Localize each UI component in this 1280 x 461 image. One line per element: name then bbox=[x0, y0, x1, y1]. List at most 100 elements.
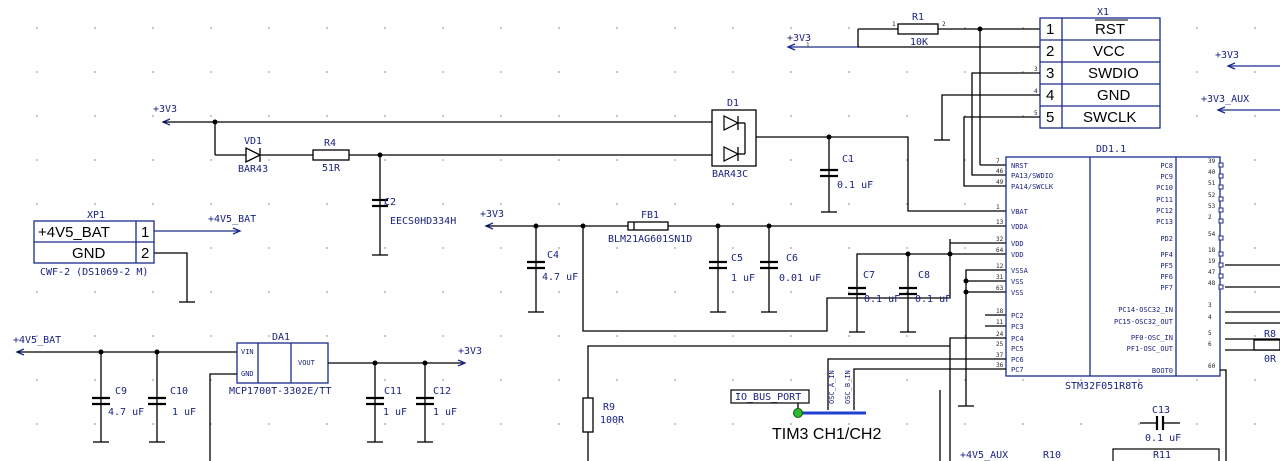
connector-xp1: XP1 +4V5_BAT 1 GND 2 CWF-2 (DS1069-2 M) bbox=[33, 210, 155, 278]
c10-ref: C10 bbox=[170, 386, 188, 397]
mcu-pin-num: 19 bbox=[1208, 258, 1216, 265]
mcu-pin-name: VBAT bbox=[1011, 208, 1029, 216]
mcu-pin-num: 36 bbox=[996, 362, 1004, 369]
mcu-pin-num: 13 bbox=[996, 219, 1004, 226]
x1-pin-num: 2 bbox=[1046, 43, 1054, 60]
pin-stub-icon bbox=[1218, 162, 1224, 168]
net-label: +3V3 bbox=[153, 104, 177, 115]
c13-value: 0.1 uF bbox=[1145, 433, 1181, 444]
pin-stub-icon bbox=[1218, 184, 1224, 190]
mcu-pin-name: PF6 bbox=[1160, 273, 1173, 281]
mcu-pin-name: BOOT0 bbox=[1152, 367, 1173, 375]
fb1-value: BLM21AG601SN1D bbox=[608, 234, 692, 245]
x1-pin-name: RST bbox=[1095, 21, 1125, 38]
pin-stub-icon bbox=[1218, 207, 1224, 213]
mcu-pin-name: PC7 bbox=[1011, 366, 1024, 374]
c11-value: 1 uF bbox=[383, 407, 407, 418]
mcu-pin-name: PC5 bbox=[1011, 345, 1024, 353]
capacitor-c5: C5 1 uF bbox=[709, 253, 755, 313]
io-bus-port: IO_BUS_PORT bbox=[730, 389, 810, 418]
r9-value: 100R bbox=[600, 415, 625, 426]
mcu-pin-name: PF1-OSC_OUT bbox=[1127, 345, 1174, 353]
mcu-pin-name: PC2 bbox=[1011, 312, 1024, 320]
xp1-pin-name: GND bbox=[72, 245, 106, 262]
diode-vd1: VD1 BAR43 bbox=[238, 136, 268, 175]
connector-x1: X1 1 RST 2 VCC 3 SWDIO 4 GND 5 SWCLK bbox=[1039, 7, 1161, 129]
svg-text:2: 2 bbox=[942, 21, 946, 28]
mcu-pin-name: PF5 bbox=[1160, 262, 1173, 270]
mcu-pin-num: 31 bbox=[996, 274, 1004, 281]
pin-stub-icon bbox=[1218, 262, 1224, 268]
mcu-pin-name: PC6 bbox=[1011, 356, 1024, 364]
mcu-pin-num: 46 bbox=[996, 168, 1004, 175]
mcu-pin-num: 54 bbox=[1208, 231, 1216, 238]
mcu-dd11: DD1.1 STM32F051R8T6 bbox=[1005, 144, 1221, 392]
mcu-left-pins: 7NRST46PA13/SWDIO49PA14/SWCLK1VBAT13VDDA… bbox=[996, 158, 1054, 374]
c2-value: EECS0HD334H bbox=[390, 216, 456, 227]
resistor-r9: R9 100R bbox=[582, 397, 625, 433]
c7-value: 0.1 uF bbox=[864, 294, 900, 305]
mcu-pin-name: PC14-OSC32_IN bbox=[1118, 306, 1173, 314]
mcu-pin-name: PC10 bbox=[1156, 184, 1173, 192]
capacitor-c6: C6 0.01 uF bbox=[760, 253, 821, 313]
c9-value: 4.7 uF bbox=[108, 407, 144, 418]
mcu-pin-name: PA13/SWDIO bbox=[1011, 172, 1053, 180]
mcu-pin-num: 3 bbox=[1208, 302, 1212, 309]
x1-pin-name: VCC bbox=[1093, 43, 1125, 60]
capacitor-c10: C10 1 uF bbox=[148, 386, 196, 443]
mcu-pin-num: 52 bbox=[1208, 192, 1216, 199]
c12-value: 1 uF bbox=[433, 407, 457, 418]
bus-label: TIM3 CH1/CH2 bbox=[772, 426, 881, 443]
r10-ref: R10 bbox=[1043, 450, 1061, 461]
d1-ref: D1 bbox=[727, 98, 739, 109]
mcu-pin-num: 1 bbox=[996, 204, 1000, 211]
da1-ref: DA1 bbox=[272, 332, 290, 343]
x1-pin-num: 5 bbox=[1046, 109, 1054, 126]
net-3v3-right: +3V3 bbox=[1215, 50, 1280, 70]
vd1-ref: VD1 bbox=[244, 136, 262, 147]
c6-ref: C6 bbox=[786, 253, 798, 264]
mcu-pin-num: 7 bbox=[996, 158, 1000, 165]
mcu-pin-num: 18 bbox=[996, 308, 1004, 315]
x1-pin-num: 1 bbox=[1046, 21, 1054, 38]
mcu-pin-num: 6 bbox=[1208, 341, 1212, 348]
mcu-pin-name: NRST bbox=[1011, 162, 1029, 170]
mcu-pin-num: 64 bbox=[996, 247, 1004, 254]
mcu-pin-name: PF4 bbox=[1160, 251, 1173, 259]
mcu-pin-name: PA14/SWCLK bbox=[1011, 183, 1054, 191]
x1-pin-name: GND bbox=[1097, 87, 1131, 104]
xp1-value: CWF-2 (DS1069-2 M) bbox=[40, 267, 148, 278]
pin-stub-icon bbox=[1218, 196, 1224, 202]
capacitor-c1: C1 0.1 uF bbox=[820, 154, 873, 213]
xp1-pin-name: +4V5_BAT bbox=[38, 224, 110, 241]
c2-ref: C2 bbox=[384, 197, 396, 208]
mcu-pin-name: VDD bbox=[1011, 251, 1024, 259]
r1-value: 10K bbox=[910, 37, 928, 48]
pin-stub-icon bbox=[1218, 235, 1224, 241]
c8-ref: C8 bbox=[918, 270, 930, 281]
xp1-ref: XP1 bbox=[87, 210, 105, 221]
c9-ref: C9 bbox=[115, 386, 127, 397]
fb1-ref: FB1 bbox=[641, 210, 659, 221]
r8-value: 0R bbox=[1264, 354, 1277, 365]
capacitor-c4: C4 4.7 uF bbox=[527, 250, 578, 313]
mcu-part: STM32F051R8T6 bbox=[1065, 381, 1143, 392]
bus-net-a: OSC_A_IN bbox=[828, 370, 836, 404]
da1-pin: VOUT bbox=[298, 359, 316, 367]
xp1-pin-num: 2 bbox=[141, 245, 149, 262]
c8-value: 0.1 uF bbox=[915, 294, 951, 305]
vd1-value: BAR43 bbox=[238, 164, 268, 175]
c1-ref: C1 bbox=[842, 154, 854, 165]
r4-ref: R4 bbox=[324, 138, 336, 149]
x1-pin-name: SWDIO bbox=[1088, 65, 1139, 82]
mcu-pin-num: 60 bbox=[1208, 363, 1216, 370]
svg-text:3: 3 bbox=[1034, 66, 1038, 73]
port-dot-icon bbox=[793, 408, 803, 418]
net-label: +3V3 bbox=[480, 209, 504, 220]
mcu-pin-num: 12 bbox=[996, 263, 1004, 270]
mcu-pin-name: PC9 bbox=[1160, 173, 1173, 181]
da1-pin: GND bbox=[241, 370, 254, 378]
mcu-pin-name: PC8 bbox=[1160, 162, 1173, 170]
capacitor-c11: C11 1 uF bbox=[366, 386, 407, 443]
